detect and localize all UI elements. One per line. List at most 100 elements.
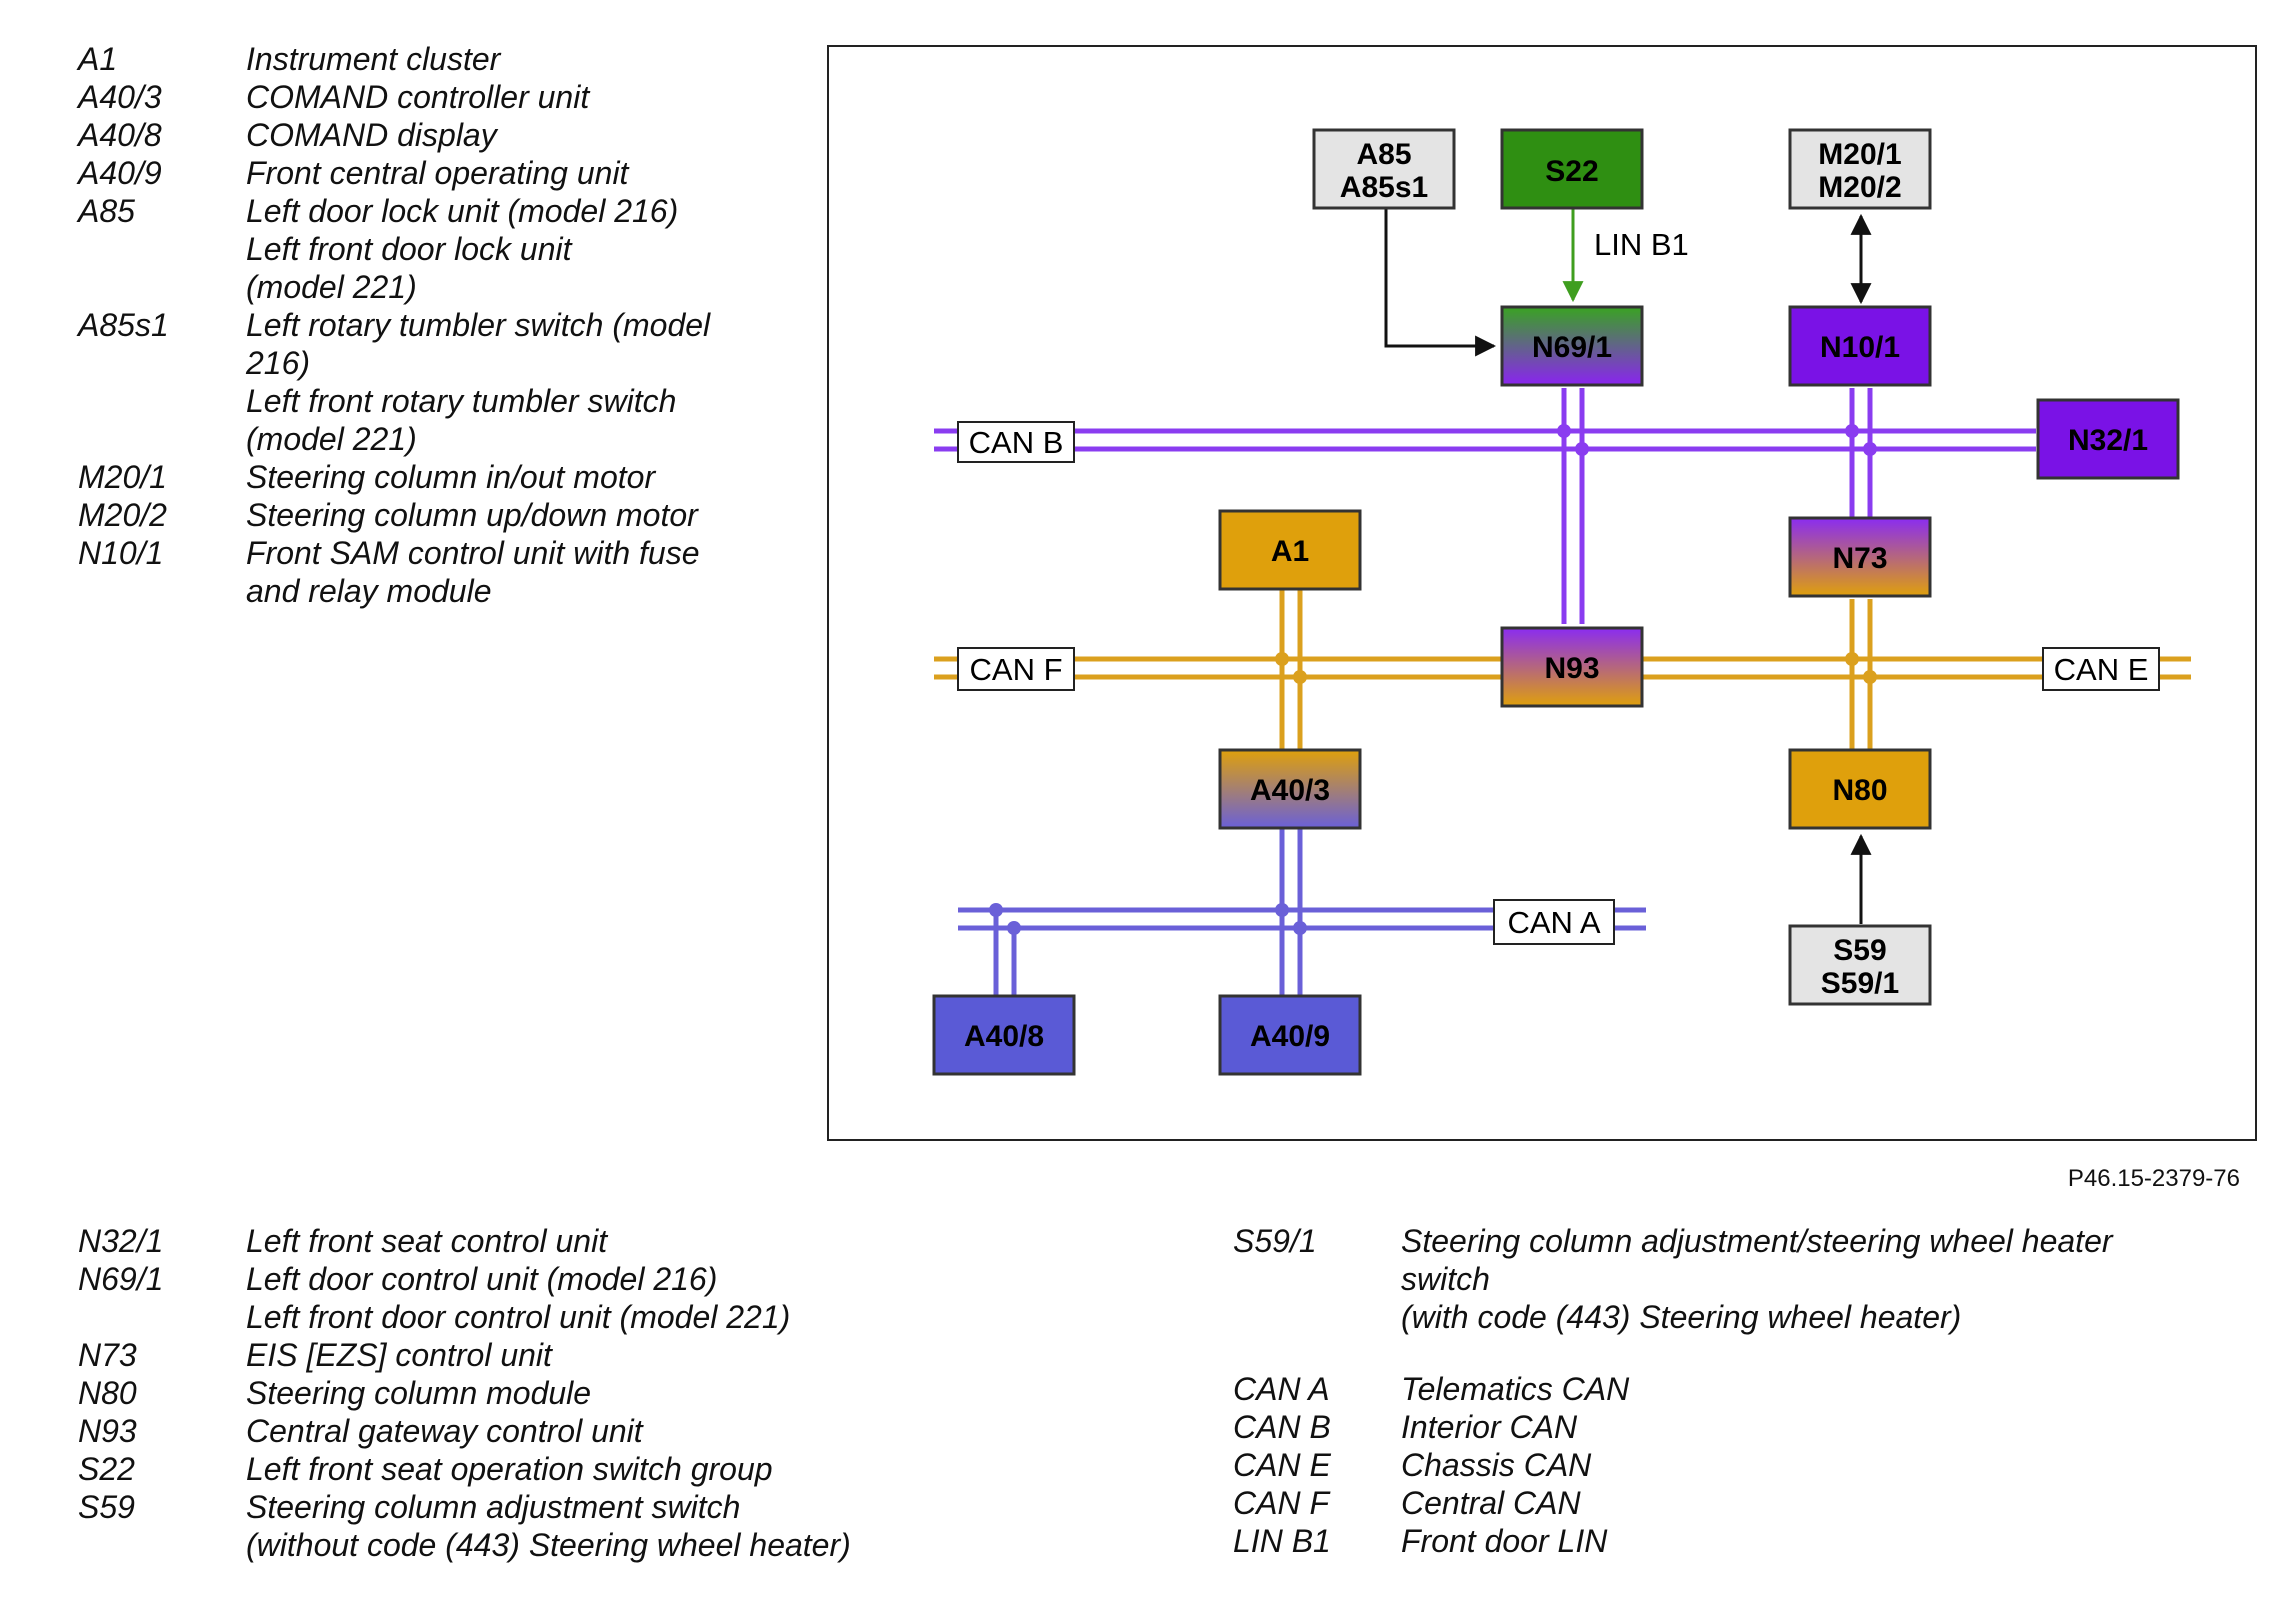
svg-text:A40/3: A40/3 <box>1250 774 1330 807</box>
block-m20: M20/1 M20/2 <box>1788 128 1932 210</box>
legend-description-line: Front central operating unit <box>246 155 629 191</box>
legend-code: A40/9 <box>78 155 162 191</box>
legend-row: N69/1 Left door control unit (model 216)L… <box>78 1260 1178 1336</box>
svg-text:CAN B: CAN B <box>969 425 1064 460</box>
can-a-label: CAN A <box>1493 899 1615 945</box>
legend-description-line: Chassis CAN <box>1401 1447 1592 1483</box>
legend-description: Steering column in/out motor <box>246 458 778 496</box>
svg-text:N73: N73 <box>1832 542 1887 575</box>
block-a40-3: A40/3 <box>1218 748 1362 830</box>
legend-description-line: Front SAM control unit with fuse <box>246 535 700 571</box>
legend-row: S59/1 Steering column adjustment/steering… <box>1233 1222 2273 1336</box>
legend-description-line: switch <box>1401 1261 1490 1297</box>
can-e-label: CAN E <box>2042 647 2160 691</box>
svg-text:A85s1: A85s1 <box>1340 171 1428 204</box>
legend-row: CAN A Telematics CAN <box>1233 1370 2273 1408</box>
legend-description-line: Instrument cluster <box>246 41 501 77</box>
legend-description: Steering column up/down motor <box>246 496 778 534</box>
legend-row: A85 Left door lock unit (model 216)Left f… <box>78 192 778 306</box>
legend-row: CAN E Chassis CAN <box>1233 1446 2273 1484</box>
block-a40-9: A40/9 <box>1218 994 1362 1076</box>
legend-description-line: Interior CAN <box>1401 1409 1578 1445</box>
can-f-label: CAN F <box>957 647 1075 691</box>
svg-text:CAN E: CAN E <box>2054 652 2149 687</box>
svg-text:M20/1: M20/1 <box>1818 138 1901 171</box>
legend-description-line: Steering column adjustment/steering whee… <box>1401 1223 2113 1259</box>
legend-description: Steering column module <box>246 1374 1178 1412</box>
legend-description: COMAND display <box>246 116 778 154</box>
svg-text:A1: A1 <box>1271 535 1309 568</box>
svg-text:S22: S22 <box>1545 155 1598 188</box>
can-f-e-junctions <box>1275 652 1877 684</box>
legend-code: N93 <box>78 1413 137 1449</box>
svg-text:N10/1: N10/1 <box>1820 331 1900 364</box>
legend-description-line: (model 221) <box>246 421 417 457</box>
block-a40-8: A40/8 <box>932 994 1076 1076</box>
legend-description-line: Telematics CAN <box>1401 1371 1630 1407</box>
can-b-label: CAN B <box>957 421 1075 463</box>
legend-description-line: Steering column up/down motor <box>246 497 698 533</box>
legend-code: N80 <box>78 1375 137 1411</box>
legend-row: N80 Steering column module <box>78 1374 1178 1412</box>
svg-text:CAN A: CAN A <box>1507 905 1600 940</box>
can-a-junctions <box>989 903 1307 935</box>
legend-bottom-right: S59/1 Steering column adjustment/steering… <box>1233 1222 2273 1560</box>
legend-code: S59 <box>78 1489 135 1525</box>
legend-row: LIN B1 Front door LIN <box>1233 1522 2273 1560</box>
block-s59: S59 S59/1 <box>1788 924 1932 1006</box>
legend-description-line: COMAND controller unit <box>246 79 590 115</box>
legend-description: Steering column adjustment switch(withou… <box>246 1488 1178 1564</box>
legend-code: N69/1 <box>78 1261 164 1297</box>
legend-code: S59/1 <box>1233 1223 1317 1259</box>
block-n93: N93 <box>1500 626 1644 708</box>
svg-text:A40/8: A40/8 <box>964 1020 1044 1053</box>
svg-text:S59/1: S59/1 <box>1821 967 1899 1000</box>
legend-description-line: Left front rotary tumbler switch <box>246 383 677 419</box>
svg-text:S59: S59 <box>1833 934 1886 967</box>
legend-description-line: (model 221) <box>246 269 417 305</box>
legend-description: Interior CAN <box>1401 1408 2273 1446</box>
legend-description: Front door LIN <box>1401 1522 2273 1560</box>
legend-code: A85 <box>78 193 135 229</box>
svg-text:N69/1: N69/1 <box>1532 331 1612 364</box>
legend-row: S59 Steering column adjustment switch(wit… <box>78 1488 1178 1564</box>
legend-spacer <box>1233 1336 2273 1370</box>
svg-text:A40/9: A40/9 <box>1250 1020 1330 1053</box>
legend-code: CAN E <box>1233 1447 1331 1483</box>
legend-description: Left door control unit (model 216)Left f… <box>246 1260 1178 1336</box>
legend-code: A40/8 <box>78 117 162 153</box>
legend-row: A40/9 Front central operating unit <box>78 154 778 192</box>
diagram-frame <box>827 45 2257 1141</box>
legend-description-line: Central CAN <box>1401 1485 1581 1521</box>
legend-description-line: Left door lock unit (model 216) <box>246 193 679 229</box>
legend-code: M20/2 <box>78 497 167 533</box>
legend-description-line: EIS [EZS] control unit <box>246 1337 552 1373</box>
legend-description: Left door lock unit (model 216)Left fron… <box>246 192 778 306</box>
legend-code: CAN A <box>1233 1371 1330 1407</box>
block-n69: N69/1 <box>1500 305 1644 387</box>
legend-code: N10/1 <box>78 535 164 571</box>
legend-description-line: Steering column module <box>246 1375 592 1411</box>
legend-description-line: Central gateway control unit <box>246 1413 643 1449</box>
legend-code: S22 <box>78 1451 135 1487</box>
figure-reference: P46.15-2379-76 <box>2067 1165 2240 1192</box>
legend-code: N73 <box>78 1337 137 1373</box>
legend-description: Telematics CAN <box>1401 1370 2273 1408</box>
can-b-junctions <box>1557 424 1877 456</box>
svg-text:M20/2: M20/2 <box>1818 171 1901 204</box>
legend-code: LIN B1 <box>1233 1523 1331 1559</box>
a85-to-n69-arrow <box>1384 209 1497 357</box>
svg-text:A85: A85 <box>1356 138 1411 171</box>
legend-description-line: Left front door lock unit <box>246 231 572 267</box>
legend-description-line: Front door LIN <box>1401 1523 1608 1559</box>
legend-description-line: Left front door control unit (model 221) <box>246 1299 791 1335</box>
legend-description-line: (with code (443) Steering wheel heater) <box>1401 1299 1962 1335</box>
